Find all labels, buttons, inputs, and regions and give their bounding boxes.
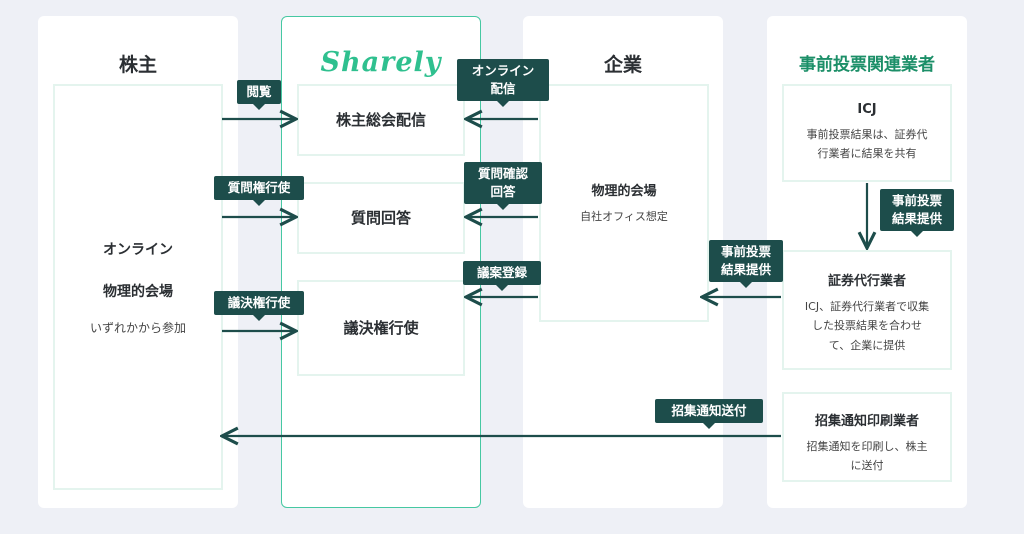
tag-notice-send: 招集通知送付 bbox=[655, 399, 763, 430]
tag-answer: 質問確認 回答 bbox=[464, 162, 542, 211]
icj-box: ICJ 事前投票結果は、証券代 行業者に結果を共有 bbox=[782, 84, 952, 182]
tag-register-agenda: 議案登録 bbox=[463, 261, 541, 292]
icj-desc-1: 事前投票結果は、証券代 bbox=[806, 128, 928, 141]
printer-title: 招集通知印刷業者 bbox=[814, 414, 919, 429]
stream-box: 株主総会配信 bbox=[297, 84, 465, 156]
tag-vote-right: 議決権行使 bbox=[214, 291, 304, 322]
vote-box: 議決権行使 bbox=[297, 280, 465, 376]
venue-desc: 自社オフィス想定 bbox=[580, 209, 668, 223]
shareholder-column-title: 株主 bbox=[118, 54, 157, 76]
tag-advance-vote-result-vertical: 事前投票 結果提供 bbox=[880, 189, 954, 238]
shareholder-participation-box: オンライン 物理的会場 いずれかから参加 bbox=[53, 84, 223, 490]
icj-desc-2: 行業者に結果を共有 bbox=[817, 147, 917, 161]
transfer-agent-desc-1: ICJ、証券代行業者で収集 bbox=[804, 300, 930, 313]
transfer-agent-desc-2: した投票結果を合わせ bbox=[812, 319, 922, 333]
venue-title: 物理的会場 bbox=[591, 183, 657, 199]
printer-desc-1: 招集通知を印刷し、株主 bbox=[806, 440, 928, 453]
transfer-agent-desc-3: て、企業に提供 bbox=[828, 338, 906, 352]
transfer-agent-title: 証券代行業者 bbox=[827, 274, 906, 289]
printer-desc-2: に送付 bbox=[850, 459, 884, 473]
participation-venue: 物理的会場 bbox=[103, 283, 173, 300]
tag-online-stream: オンライン 配信 bbox=[457, 59, 549, 108]
venue-box: 物理的会場 自社オフィス想定 bbox=[539, 84, 709, 322]
tag-advance-vote-result-horizontal: 事前投票 結果提供 bbox=[709, 240, 783, 289]
company-column-title: 企業 bbox=[603, 54, 642, 76]
tag-ask: 質問権行使 bbox=[214, 176, 304, 207]
printer-box: 招集通知印刷業者 招集通知を印刷し、株主 に送付 bbox=[782, 392, 952, 482]
stream-label: 株主総会配信 bbox=[335, 111, 426, 129]
participation-online: オンライン bbox=[103, 241, 173, 258]
tag-view: 閲覧 bbox=[237, 80, 281, 111]
vote-label: 議決権行使 bbox=[343, 319, 419, 337]
transfer-agent-box: 証券代行業者 ICJ、証券代行業者で収集 した投票結果を合わせ て、企業に提供 bbox=[782, 250, 952, 370]
icj-title: ICJ bbox=[857, 102, 877, 117]
sharely-logo: Sharely bbox=[320, 47, 442, 78]
participation-note: いずれかから参加 bbox=[89, 320, 186, 335]
qa-label: 質問回答 bbox=[350, 209, 411, 227]
vendors-column-title: 事前投票関連業者 bbox=[799, 55, 935, 75]
qa-box: 質問回答 bbox=[297, 182, 465, 254]
